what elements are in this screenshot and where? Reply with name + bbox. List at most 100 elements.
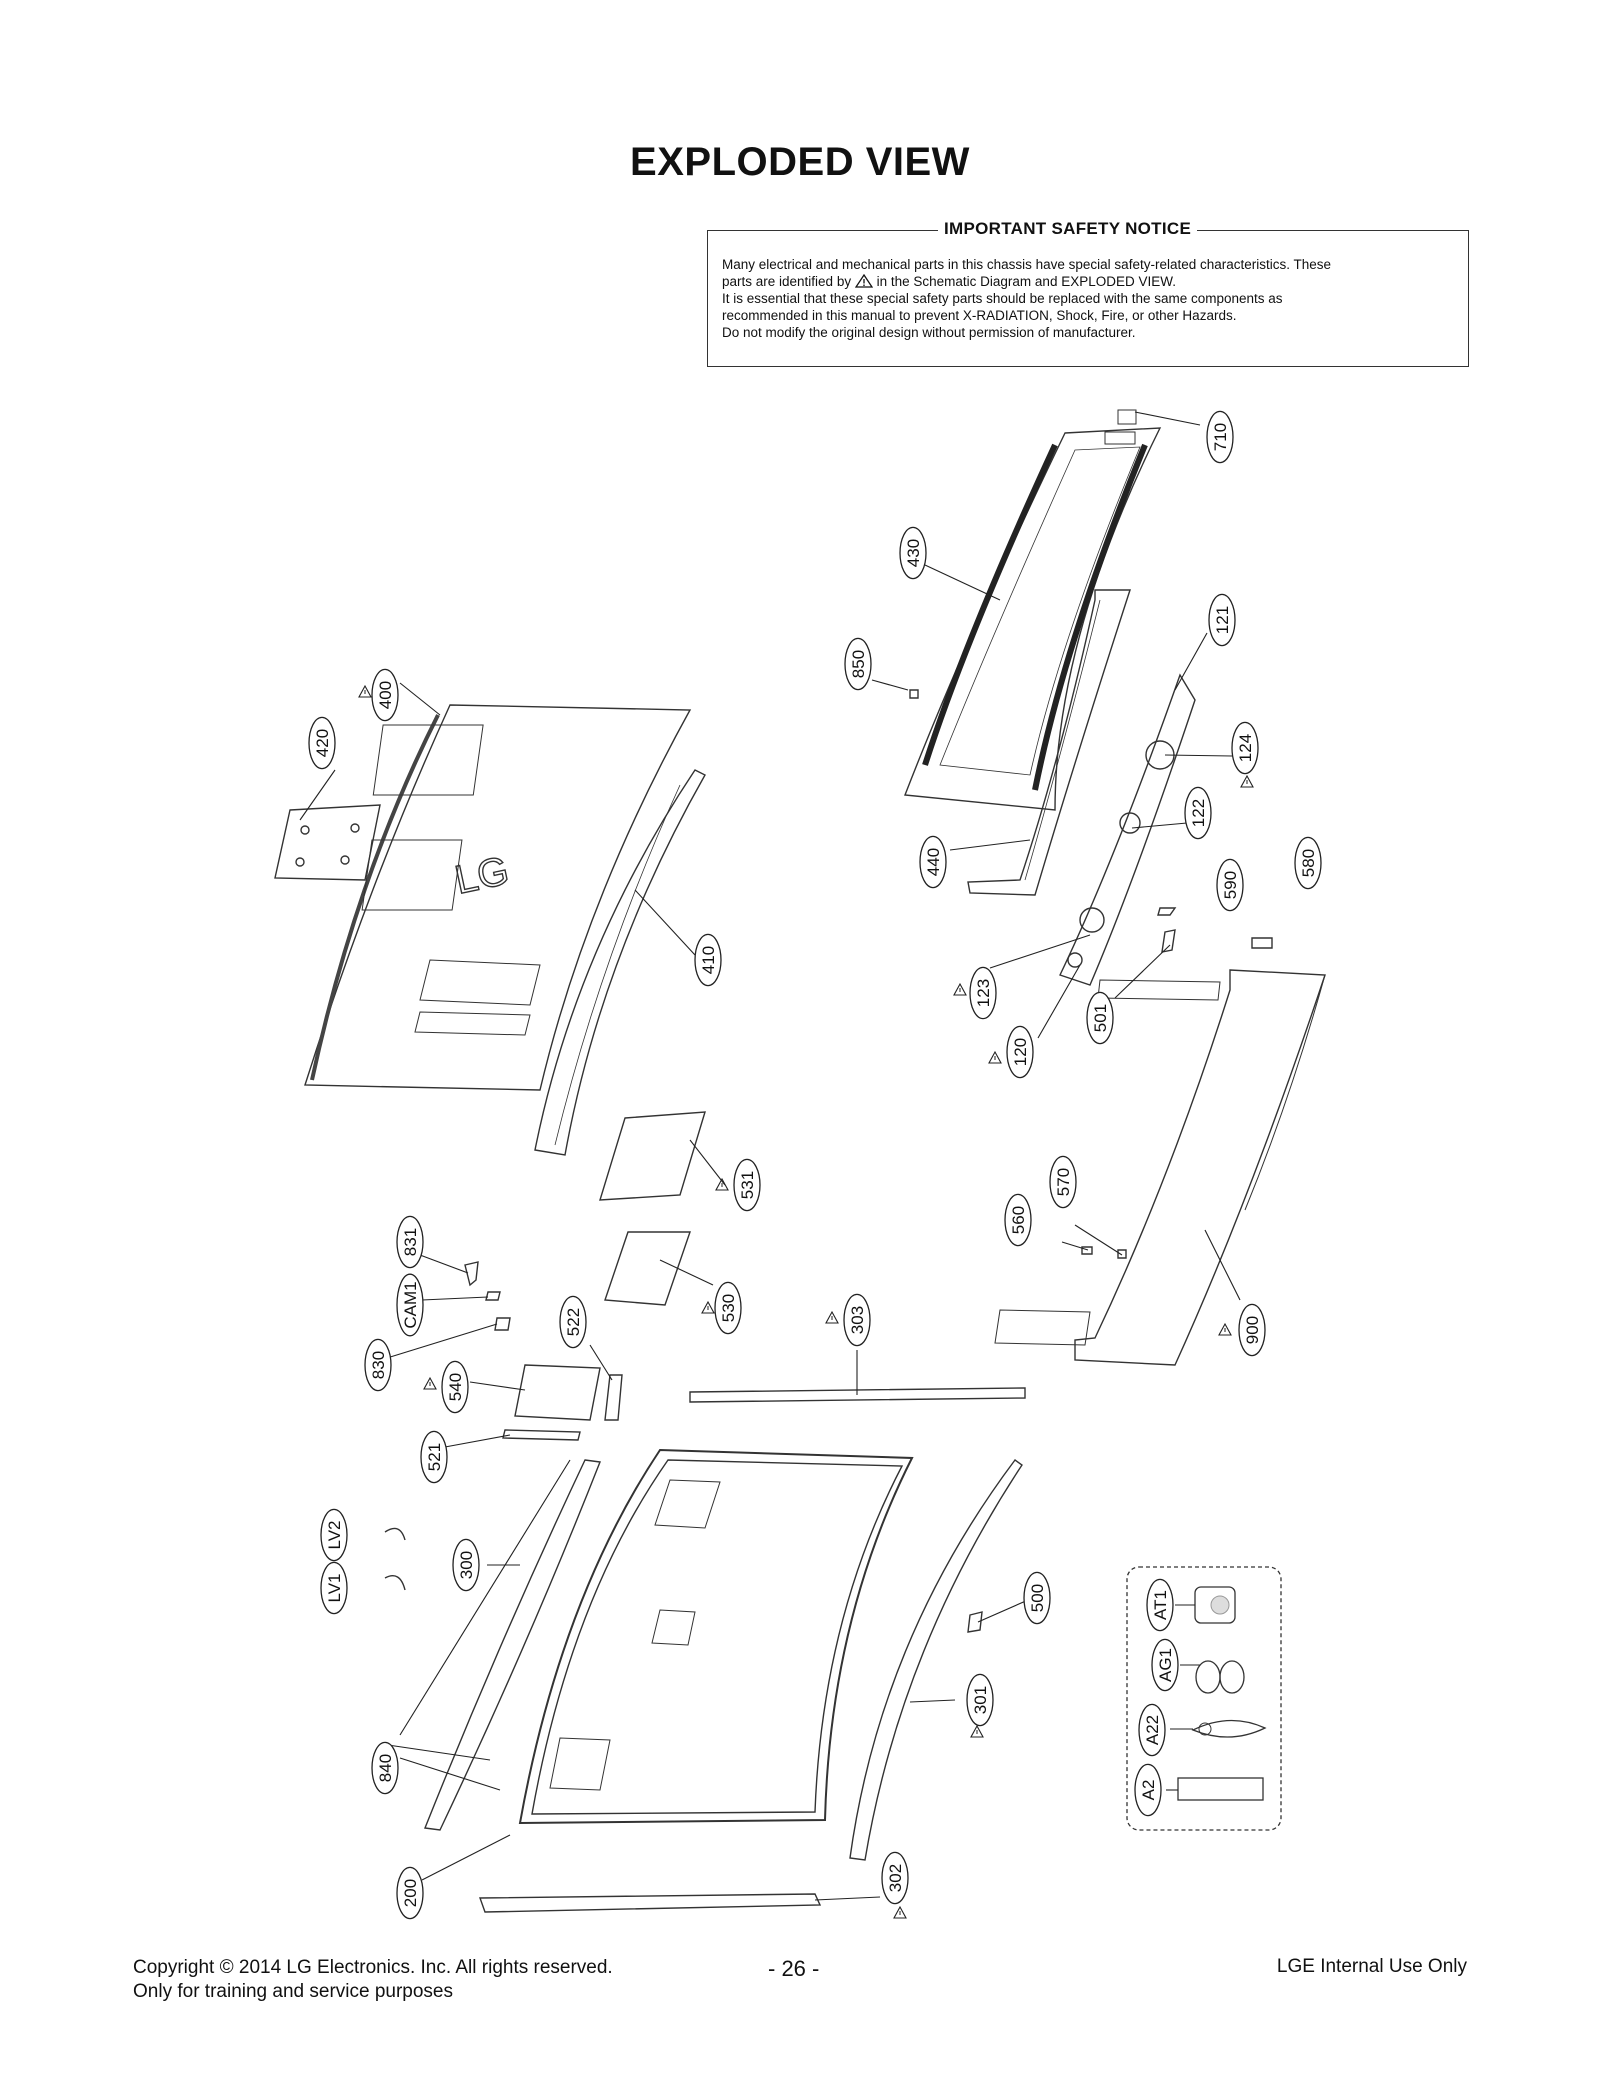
callout-bubble: [899, 526, 927, 580]
callout-number: 410: [699, 946, 718, 974]
callout-bubble: [1216, 858, 1244, 912]
callout-500: 500: [1023, 1571, 1051, 1625]
callout-590: 590: [1216, 858, 1244, 912]
callout-300: 300: [452, 1538, 480, 1592]
leader-lines: [299, 411, 1241, 1901]
callout-122: 122: [1184, 786, 1212, 840]
callout-bubble: [1208, 593, 1236, 647]
safety-notice-heading: IMPORTANT SAFETY NOTICE: [938, 219, 1198, 239]
callout-number: 122: [1189, 799, 1208, 827]
callout-number: 124: [1236, 734, 1255, 762]
board-530: [604, 1231, 691, 1306]
callout-number: 400: [376, 681, 395, 709]
callout-831: 831: [396, 1215, 424, 1269]
callout-531: 531: [733, 1158, 761, 1212]
callout-303: 303: [843, 1293, 871, 1347]
callout-bubble: [843, 1293, 871, 1347]
part-590: [1157, 907, 1177, 916]
callout-number: 501: [1091, 1004, 1110, 1032]
callout-bubble: [881, 1851, 909, 1905]
notice-line-2: parts are identified by in the Schematic…: [722, 273, 1455, 290]
callout-number: 200: [401, 1879, 420, 1907]
callout-530: 530: [714, 1281, 742, 1335]
callout-number: 540: [446, 1373, 465, 1401]
notice-line-4: recommended in this manual to prevent X-…: [722, 308, 1237, 323]
callout-bubble: [320, 1561, 348, 1615]
callout-number: 530: [719, 1294, 738, 1322]
callout-bubble: [420, 1430, 448, 1484]
bar-303: [689, 1387, 1026, 1403]
callout-124: 124: [1231, 721, 1259, 775]
callout-540: 540: [441, 1360, 469, 1414]
callout-a22: A22: [1138, 1703, 1166, 1757]
callout-lv1: LV1: [320, 1561, 348, 1615]
safety-notice-body: Many electrical and mechanical parts in …: [722, 256, 1455, 341]
copyright-text: Copyright © 2014 LG Electronics. Inc. Al…: [133, 1957, 613, 1978]
notice-line-1: Many electrical and mechanical parts in …: [722, 257, 1332, 272]
accessories-box: [1126, 1566, 1282, 1831]
callout-580: 580: [1294, 836, 1322, 890]
glasses-icon: [1195, 1660, 1245, 1694]
notice-line-2-end: in the Schematic Diagram and EXPLODED VI…: [876, 274, 1176, 289]
callout-bubble: [1151, 1638, 1179, 1692]
callout-number: 500: [1028, 1584, 1047, 1612]
callout-number: A22: [1143, 1715, 1162, 1745]
notice-line-2-start: parts are identified by: [722, 274, 852, 289]
main-frame: [994, 969, 1326, 1366]
callout-number: 440: [924, 848, 943, 876]
callout-bubble: [1006, 1025, 1034, 1079]
part-cam1: [485, 1291, 501, 1301]
callout-bubble: [844, 637, 872, 691]
callout-number: A2: [1139, 1780, 1158, 1801]
callout-521: 521: [420, 1430, 448, 1484]
rear-top-panel: [904, 409, 1162, 811]
callout-number: 531: [738, 1171, 757, 1199]
callout-200: 200: [396, 1866, 424, 1920]
callout-560: 560: [1004, 1193, 1032, 1247]
callout-number: 570: [1054, 1168, 1073, 1196]
board-521: [502, 1429, 581, 1441]
callout-number: 590: [1221, 871, 1240, 899]
callout-number: 840: [376, 1754, 395, 1782]
callout-bubble: [1086, 991, 1114, 1045]
callout-bubble: [1134, 1763, 1162, 1817]
callout-number: 121: [1213, 606, 1232, 634]
callout-900: 900: [1238, 1303, 1266, 1357]
footer-left: Copyright © 2014 LG Electronics. Inc. Al…: [133, 1956, 613, 2004]
callout-bubble: [308, 716, 336, 770]
callout-bubble: [733, 1158, 761, 1212]
callout-bubble: [694, 933, 722, 987]
callout-number: 300: [457, 1551, 476, 1579]
callout-number: 522: [564, 1308, 583, 1336]
callout-120: 120: [1006, 1025, 1034, 1079]
callout-a2: A2: [1134, 1763, 1162, 1817]
callout-bubble: [1049, 1155, 1077, 1209]
callout-bubble: [320, 1508, 348, 1562]
callout-number: LV2: [325, 1521, 344, 1550]
callout-number: 301: [971, 1686, 990, 1714]
callout-501: 501: [1086, 991, 1114, 1045]
callout-410: 410: [694, 933, 722, 987]
part-850: [909, 689, 919, 699]
notice-line-5: Do not modify the original design withou…: [722, 325, 1136, 340]
callout-bubble: [396, 1273, 424, 1337]
callout-522: 522: [559, 1295, 587, 1349]
page-title: EXPLODED VIEW: [630, 140, 970, 184]
warning-triangle-icon: [854, 274, 873, 288]
callout-bubble: [1023, 1571, 1051, 1625]
callout-301: 301: [966, 1673, 994, 1727]
callout-bubble: [371, 668, 399, 722]
callout-bubble: [371, 1741, 399, 1795]
callout-710: 710: [1206, 410, 1234, 464]
rear-rail: [534, 769, 706, 1156]
callout-bubble: [919, 835, 947, 889]
callout-number: AT1: [1151, 1590, 1170, 1620]
callout-430: 430: [899, 526, 927, 580]
callout-number: 830: [369, 1351, 388, 1379]
board-522: [604, 1374, 623, 1421]
callout-labels: 7104308501211241224405905801231205014004…: [308, 410, 1322, 1920]
part-500: [967, 1611, 983, 1633]
side-frame-right: [849, 1459, 1023, 1861]
part-501: [1161, 929, 1176, 953]
callout-bubble: [969, 966, 997, 1020]
